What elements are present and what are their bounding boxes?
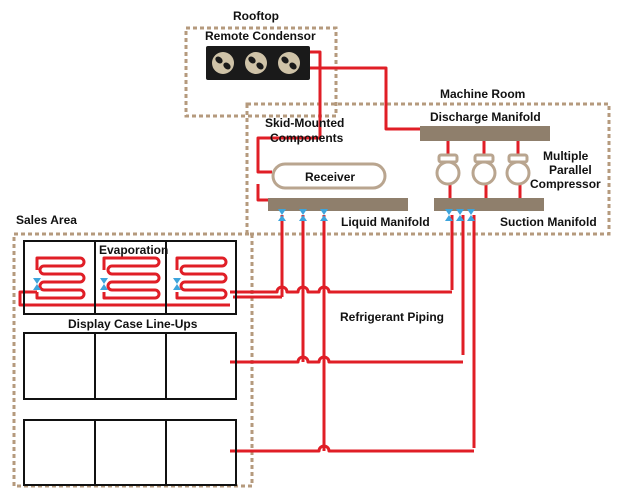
sales-area-boundary [12,232,254,488]
display-case-lineups-label: Display Case Line-Ups [68,317,198,331]
condensor-fan-icon [278,52,300,74]
liquid-manifold [268,198,408,211]
receiver-label: Receiver [305,170,355,184]
discharge-manifold-label: Discharge Manifold [430,110,541,124]
condensor-fan-icon [245,52,267,74]
skid-mounted-label-line1: Skid-Mounted [265,116,344,130]
skid-mounted-label-line2: Components [270,131,344,145]
multiple-parallel-compressor-label-line1: Multiple [543,149,589,163]
sales-area-label: Sales Area [16,213,77,227]
compressor-icon [435,153,531,186]
evaporation-label: Evaporation [99,243,168,257]
expansion-valve-icon [33,209,475,290]
machine-room-label: Machine Room [440,87,525,101]
remote-condensor [206,46,310,80]
refrigerant-pipes [230,50,522,453]
condensor-fan-icon [212,52,234,74]
display-case-lineup-3 [23,419,237,486]
liquid-manifold-label: Liquid Manifold [341,215,430,229]
display-case-lineup-2 [23,332,237,400]
display-case-lineup-1 [23,240,237,315]
remote-condensor-label: Remote Condensor [205,29,316,43]
refrigerant-piping-label: Refrigerant Piping [340,310,444,324]
multiple-parallel-compressor-label-line3: Compressor [530,177,601,191]
multiple-parallel-compressor-label-line2: Parallel [549,163,592,177]
receiver-tank [271,162,387,190]
rooftop-label: Rooftop [233,9,279,23]
machine-room-boundary [245,102,611,236]
discharge-manifold [420,126,550,141]
suction-manifold [434,198,544,211]
suction-manifold-label: Suction Manifold [500,215,597,229]
evaporator-coils [18,256,230,307]
